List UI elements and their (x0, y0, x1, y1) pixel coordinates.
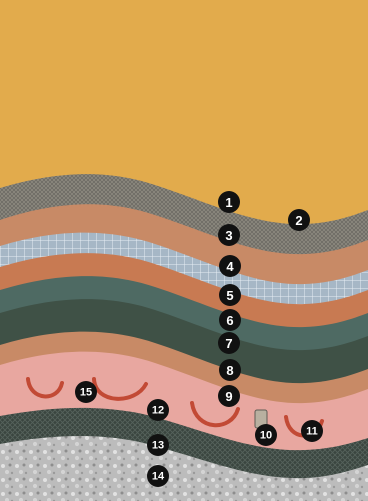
layer-marker-5: 5 (219, 284, 241, 306)
layer-marker-13: 13 (147, 434, 169, 456)
marker-label: 6 (226, 313, 233, 328)
marker-label: 2 (295, 213, 302, 228)
layer-marker-6: 6 (219, 309, 241, 331)
marker-label: 1 (225, 195, 232, 210)
marker-label: 8 (226, 363, 233, 378)
layer-marker-11: 11 (301, 420, 323, 442)
marker-label: 5 (226, 288, 233, 303)
marker-label: 12 (152, 405, 164, 417)
layer-marker-2: 2 (288, 209, 310, 231)
layer-marker-14: 14 (147, 465, 169, 487)
layer-marker-15: 15 (75, 381, 97, 403)
marker-label: 13 (152, 440, 164, 452)
marker-label: 9 (225, 389, 232, 404)
marker-label: 15 (80, 387, 92, 399)
marker-label: 14 (152, 471, 165, 483)
layer-marker-1: 1 (218, 191, 240, 213)
layer-marker-9: 9 (218, 385, 240, 407)
marker-label: 4 (226, 259, 234, 274)
layer-marker-4: 4 (219, 255, 241, 277)
layer-marker-3: 3 (218, 224, 240, 246)
marker-label: 10 (260, 430, 272, 442)
marker-label: 7 (225, 336, 232, 351)
layer-marker-12: 12 (147, 399, 169, 421)
layer-marker-10: 10 (255, 424, 277, 446)
layer-marker-7: 7 (218, 332, 240, 354)
layer-marker-8: 8 (219, 359, 241, 381)
marker-label: 3 (225, 228, 232, 243)
marker-label: 11 (306, 426, 318, 438)
